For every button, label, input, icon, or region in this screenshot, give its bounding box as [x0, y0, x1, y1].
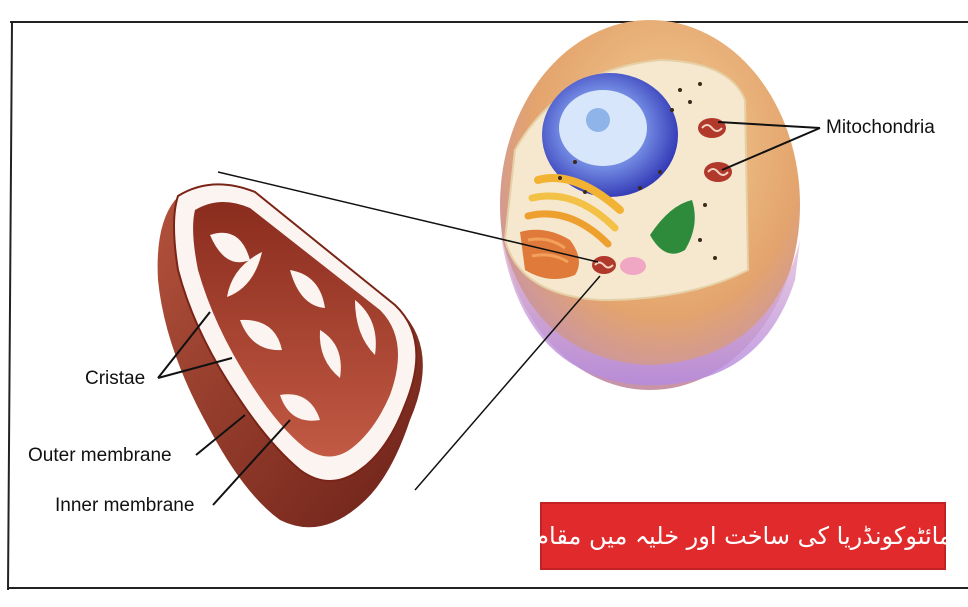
inner-membrane-label: Inner membrane — [55, 495, 194, 517]
outer-membrane-label: Outer membrane — [28, 445, 172, 467]
lysosome — [620, 257, 646, 275]
cell-mitochondrion-right — [704, 162, 732, 182]
cristae-label: Cristae — [85, 368, 145, 390]
cell-mitochondrion-lower — [592, 256, 616, 274]
animal-cell — [500, 20, 800, 390]
mitochondrion-cutaway — [158, 184, 423, 527]
cell-mitochondrion-upper — [698, 118, 726, 138]
caption-text: مائٹوکونڈریا کی ساخت اور خلیہ میں مقام — [534, 522, 952, 550]
caption-banner: مائٹوکونڈریا کی ساخت اور خلیہ میں مقام — [540, 502, 946, 570]
mitochondria-label: Mitochondria — [826, 117, 935, 139]
